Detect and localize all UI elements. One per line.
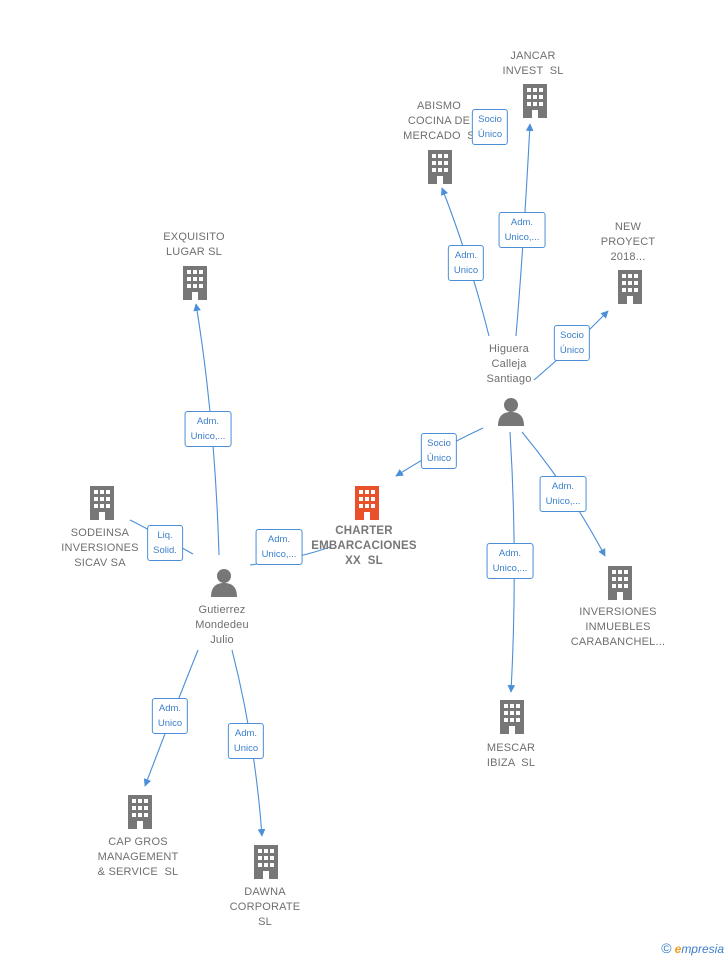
person-label-gutierrez[interactable]: Gutierrez Mondedeu Julio bbox=[195, 604, 249, 646]
new-proyect-building-icon bbox=[618, 270, 642, 304]
edge-label-higuera-charter: Socio Único bbox=[420, 433, 458, 469]
footer-brand[interactable]: ©empresia bbox=[661, 940, 724, 956]
person-label-higuera[interactable]: Higuera Calleja Santiago bbox=[486, 343, 532, 385]
company-label-abismo[interactable]: ABISMO COCINA DE MERCADO S bbox=[403, 100, 474, 142]
edge-label-higuera-mescar: Adm. Unico,... bbox=[486, 543, 534, 579]
capgros-building-icon bbox=[128, 795, 152, 829]
company-label-jancar[interactable]: JANCAR INVEST SL bbox=[502, 50, 564, 77]
company-label-capgros[interactable]: CAP GROS MANAGEMENT & SERVICE SL bbox=[97, 836, 179, 878]
edge-label-gutierrez-exquisito: Adm. Unico,... bbox=[184, 411, 232, 447]
brand-logo: empresia bbox=[674, 942, 724, 956]
edge-label-gutierrez-dawna: Adm. Unico bbox=[227, 723, 265, 759]
sodeinsa-building-icon bbox=[90, 486, 114, 520]
jancar-building-icon bbox=[523, 84, 547, 118]
company-label-exquisito[interactable]: EXQUISITO LUGAR SL bbox=[163, 231, 225, 258]
company-label-dawna[interactable]: DAWNA CORPORATE SL bbox=[229, 886, 301, 928]
exquisito-building-icon bbox=[183, 266, 207, 300]
edge-label-higuera-abismo: Adm. Unico bbox=[447, 245, 485, 281]
copyright-icon: © bbox=[661, 940, 672, 956]
dawna-building-icon bbox=[254, 845, 278, 879]
edge-label-gutierrez-sodeinsa: Liq. Solid. bbox=[147, 525, 183, 561]
edge-label-higuera-new-proyect: Socio Único bbox=[553, 325, 591, 361]
abismo-building-icon bbox=[428, 150, 452, 184]
edge-label-higuera-jancar-socio: Socio Único bbox=[471, 109, 509, 145]
company-label-new-proyect[interactable]: NEW PROYECT 2018... bbox=[600, 221, 656, 263]
mescar-building-icon bbox=[500, 700, 524, 734]
inversiones-building-icon bbox=[608, 566, 632, 600]
edge-label-higuera-jancar-adm: Adm. Unico,... bbox=[498, 212, 546, 248]
company-label-sodeinsa[interactable]: SODEINSA INVERSIONES SICAV SA bbox=[61, 527, 139, 569]
company-label-inversiones[interactable]: INVERSIONES INMUEBLES CARABANCHEL... bbox=[570, 606, 666, 648]
gutierrez-person-icon bbox=[211, 569, 237, 597]
higuera-person-icon bbox=[498, 398, 524, 426]
edge-label-gutierrez-capgros: Adm. Unico bbox=[151, 698, 189, 734]
edge-label-higuera-inversiones: Adm. Unico,... bbox=[539, 476, 587, 512]
company-label-mescar[interactable]: MESCAR IBIZA SL bbox=[486, 742, 536, 769]
edge-label-gutierrez-charter: Adm. Unico,... bbox=[255, 529, 303, 565]
company-label-charter[interactable]: CHARTER EMBARCACIONES XX SL bbox=[311, 525, 417, 567]
charter-building-icon bbox=[355, 486, 379, 520]
